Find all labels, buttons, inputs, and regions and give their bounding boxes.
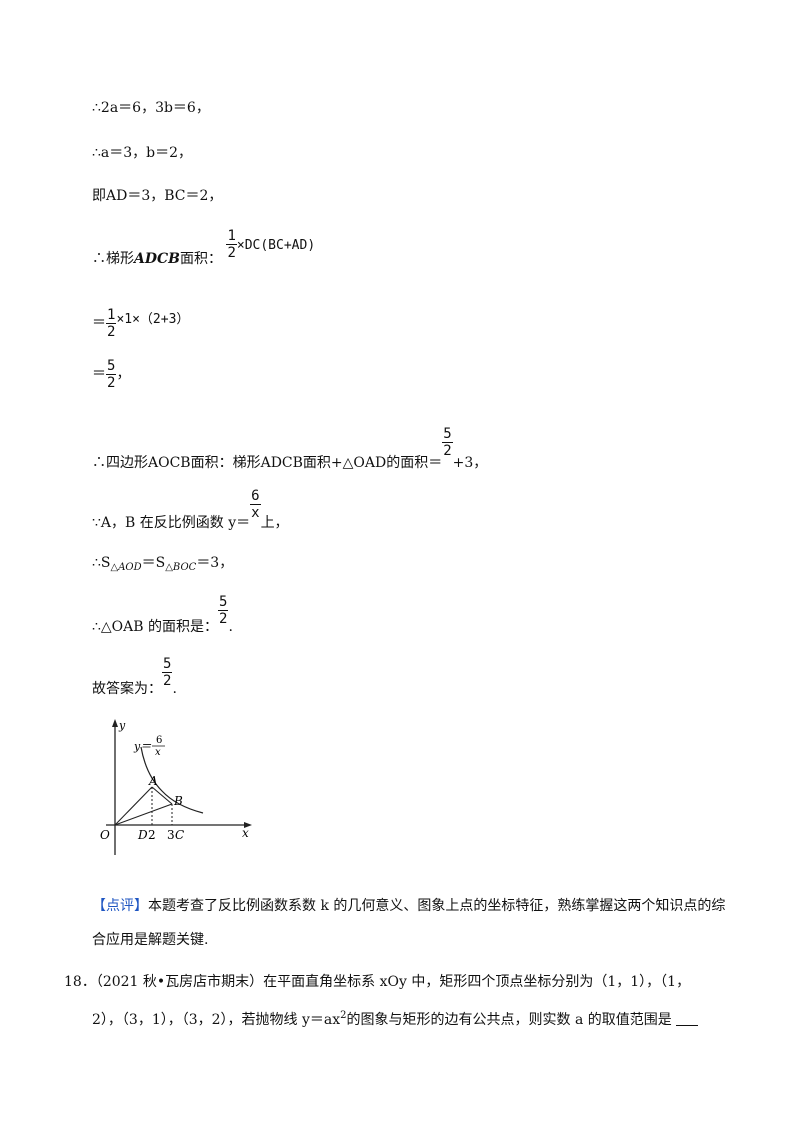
x-axis-arrow [244, 822, 252, 828]
line-9: ∴S△AOD＝S△BOC＝3， [92, 553, 233, 578]
line-8-tail: 上， [260, 515, 289, 531]
point-d-label: D [137, 828, 148, 842]
func-lhs: y＝ [133, 740, 151, 753]
line-11-text: 故答案为： [92, 681, 162, 697]
line-5-frac-den: 2 [107, 323, 116, 340]
line-5-expr: ×1×（2+3） [116, 312, 190, 327]
line-11-frac-num: 5 [162, 656, 173, 673]
function-graph: y x y＝ 6 x O A B D 2 3 C [100, 719, 252, 855]
problem-18-line-1: 18．（2021 秋•瓦房店市期末）在平面直角坐标系 xOy 中，矩形四个顶点坐… [64, 972, 690, 992]
problem-18-text-1: （2021 秋•瓦房店市期末）在平面直角坐标系 xOy 中，矩形四个顶点坐标分别… [95, 974, 691, 990]
origin-label: O [100, 828, 110, 842]
y-axis-arrow [112, 719, 118, 727]
y-axis-label: y [118, 719, 126, 732]
line-6-frac-num: 5 [106, 357, 117, 375]
line-10-tail: . [228, 619, 233, 635]
line-3: 即AD＝3，BC＝2， [92, 188, 223, 204]
line-1: ∴2a＝6，3b＝6， [92, 100, 210, 116]
segment-oa [114, 786, 153, 826]
line-5-frac-num: 1 [106, 306, 117, 324]
line-9-tail: ＝3， [196, 555, 234, 571]
comment-line-2: 合应用是解题关键. [92, 932, 209, 948]
line-4-name: ADCB [134, 251, 180, 267]
point-a-label: A [148, 774, 158, 788]
tick-3-label: 3 [167, 828, 175, 842]
line-8-frac-den: x [251, 505, 260, 521]
func-den: x [155, 747, 161, 758]
comment-text-1: 本题考查了反比例函数系数 k 的几何意义、图象上点的坐标特征，熟练掌握这两个知识… [148, 898, 726, 914]
line-10-frac-den: 2 [219, 611, 228, 627]
line-8-frac-num: 6 [250, 488, 261, 505]
line-10-text: ∴△OAB 的面积是： [92, 619, 218, 635]
line-9-sub2: △BOC [165, 562, 197, 573]
line-7-tail: +3， [452, 455, 488, 471]
problem-18-text-3: 的图象与矩形的边有公共点，则实数 a 的取值范围是 [346, 1012, 672, 1028]
line-5-eq: ＝ [92, 315, 106, 331]
point-c-label: C [175, 828, 184, 842]
line-10-frac-num: 5 [218, 594, 229, 611]
line-9-sub1: △AOD [110, 562, 142, 573]
line-4-expr: ×DC(BC+AD) [236, 238, 316, 253]
line-7-text: ∴四边形AOCB面积：梯形ADCB面积+△OAD的面积＝ [92, 455, 443, 471]
point-b-label: B [173, 794, 183, 808]
line-2: ∴a＝3，b＝2， [92, 145, 193, 161]
hyperbola-curve [140, 746, 204, 814]
line-4-suffix: 面积： [179, 251, 222, 267]
line-9-s1: ∴S [92, 555, 111, 571]
line-9-s2: ＝S [141, 555, 166, 571]
comment-line-1: 【点评】本题考查了反比例函数系数 k 的几何意义、图象上点的坐标特征，熟练掌握这… [92, 896, 725, 916]
func-num: 6 [156, 735, 162, 746]
x-axis-label: x [242, 826, 249, 840]
problem-18-number: 18． [64, 974, 96, 990]
problem-18-sup: 2 [340, 1010, 347, 1021]
line-6-frac-den: 2 [107, 374, 116, 391]
answer-blank[interactable] [676, 1011, 699, 1026]
line-7-frac-num: 5 [442, 426, 453, 443]
line-7-frac-den: 2 [443, 443, 452, 459]
line-8-text: ∵A，B 在反比例函数 y＝ [92, 515, 251, 531]
problem-18-text-2: 2），（3，1），（3，2），若抛物线 y＝ax [92, 1012, 341, 1028]
line-4-frac-num: 1 [226, 228, 237, 245]
segment-ab [151, 786, 173, 805]
problem-18-line-2: 2），（3，1），（3，2），若抛物线 y＝ax2的图象与矩形的边有公共点，则实… [92, 1006, 699, 1030]
line-11-tail: . [172, 681, 177, 697]
tick-2-label: 2 [148, 828, 156, 842]
line-6-tail: ， [116, 366, 131, 382]
line-6-eq: ＝ [92, 366, 106, 382]
segment-ob [114, 803, 173, 826]
line-4-prefix: ∴梯形 [92, 251, 134, 267]
comment-tag: 【点评】 [92, 898, 148, 914]
line-4-frac-den: 2 [227, 245, 236, 261]
line-11-frac-den: 2 [163, 673, 172, 689]
